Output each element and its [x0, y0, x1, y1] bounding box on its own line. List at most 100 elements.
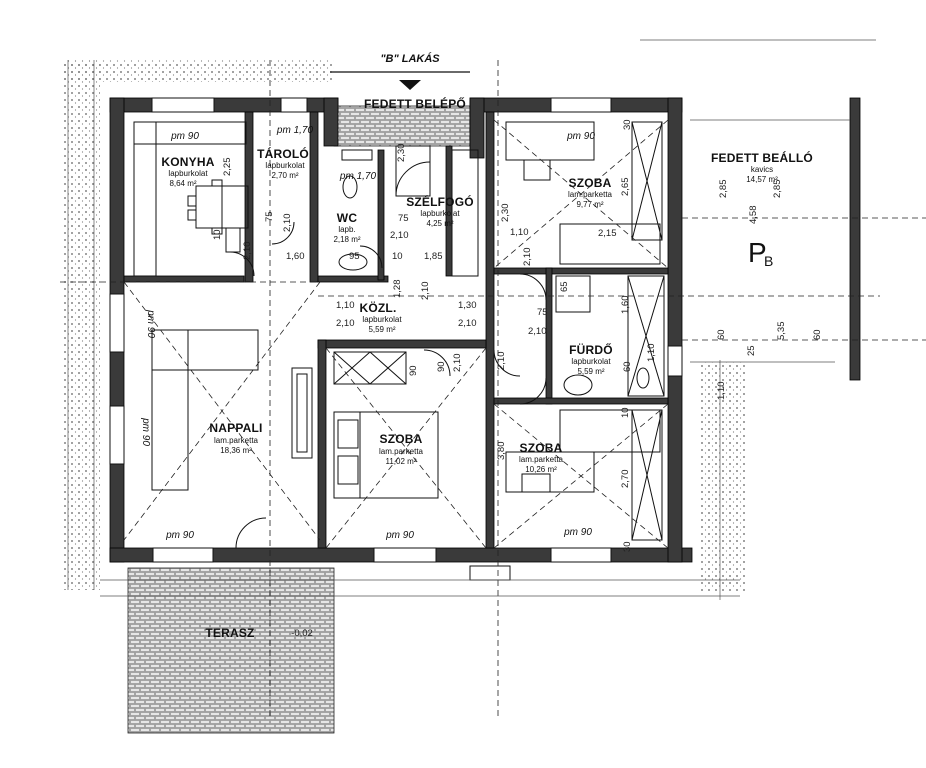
- dim-75a: 75: [264, 211, 275, 222]
- living-furniture: [151, 329, 313, 491]
- dim-210c: 2,10: [336, 318, 355, 329]
- outer-walls: [109, 97, 861, 563]
- room-beallo-floor: kavics: [751, 165, 773, 174]
- gravel-top: [64, 60, 334, 82]
- dim-75c: 75: [537, 307, 548, 318]
- sill-nappali-l2: pm 90: [140, 417, 151, 446]
- sill-szoba-tr: pm 90: [566, 131, 595, 142]
- door-swings: [229, 221, 547, 549]
- entrance-door: [395, 145, 479, 277]
- room-szoba-mid-name: SZOBA: [380, 432, 423, 446]
- room-szoba-tr-area: 9,77 m²: [576, 200, 603, 209]
- room-szoba-mid-floor: lam.parketta: [379, 447, 424, 456]
- dim-285a: 2,85: [718, 180, 729, 199]
- room-kozl-name: KÖZL.: [360, 300, 397, 315]
- dim-230a: 2,30: [396, 144, 407, 163]
- dim-210j: 2,10: [242, 242, 253, 261]
- dim-210g: 2,10: [522, 248, 533, 267]
- bed-mid: [333, 351, 439, 499]
- dim-160: 1,60: [286, 251, 305, 262]
- room-szoba-br-floor: lam.parketta: [519, 455, 564, 464]
- dim-270: 2,70: [620, 470, 631, 489]
- room-szoba-mid-area: 11,02 m²: [386, 457, 417, 466]
- room-szelfogo-name: SZÉLFOGÓ: [406, 194, 474, 209]
- dim-215: 2,15: [598, 228, 617, 239]
- dimension-labels: 2,25 75 2,10 10 1,60 2,30 95 1,85 75 2,1…: [212, 119, 823, 552]
- room-furdo-name: FÜRDŐ: [569, 342, 613, 357]
- gravel-right: [700, 362, 745, 592]
- room-terasz-name: TERASZ: [205, 626, 254, 640]
- dim-60b: 60: [716, 329, 727, 340]
- dim-458: 4,58: [748, 206, 759, 225]
- sill-nappali-l1: pm 90: [145, 309, 156, 338]
- dim-60a: 60: [622, 361, 633, 372]
- room-szelfogo-floor: lapburkolat: [420, 209, 460, 218]
- room-konyha-floor: lapburkolat: [168, 169, 208, 178]
- room-szoba-br-name: SZOBA: [520, 441, 563, 455]
- room-tarolo-floor: lapburkolat: [265, 161, 305, 170]
- dim-30a: 30: [622, 119, 633, 130]
- room-szoba-tr-name: SZOBA: [569, 176, 612, 190]
- dim-75b: 75: [398, 213, 409, 224]
- room-konyha-area: 8,64 m²: [169, 179, 196, 188]
- dim-90b: 90: [408, 365, 419, 376]
- room-beallo-name: FEDETT BEÁLLÓ: [711, 150, 813, 165]
- dim-65: 65: [559, 281, 570, 292]
- interior-walls: [123, 111, 669, 549]
- room-wc-area: 2,18 m²: [333, 235, 360, 244]
- wc-fixtures: [338, 149, 373, 271]
- dim-110b: 1,10: [510, 227, 529, 238]
- room-nappali-name: NAPPALI: [209, 421, 262, 435]
- dim-90: 90: [436, 361, 447, 372]
- porch-tiles: [333, 105, 471, 147]
- dim-185: 1,85: [424, 251, 443, 262]
- room-nappali-floor: lam.parketta: [214, 436, 259, 445]
- sill-wc: pm 1,70: [339, 171, 377, 182]
- dim-210a: 2,10: [282, 214, 293, 233]
- bedroom-tr-furniture: [505, 121, 663, 265]
- terrace-tiles: [127, 567, 335, 734]
- dim-210e: 2,10: [458, 318, 477, 329]
- room-wc-floor: lapb.: [338, 225, 355, 234]
- bedroom-br-furniture: [505, 409, 663, 541]
- kitchen-counter: [133, 121, 249, 277]
- dim-210i: 2,10: [496, 352, 507, 371]
- gravel-left: [64, 60, 100, 590]
- room-tarolo-name: TÁROLÓ: [257, 146, 309, 161]
- dim-160b: 1,60: [620, 296, 631, 315]
- dim-110d: 1,10: [716, 382, 727, 401]
- parking-letter: P: [748, 237, 767, 268]
- room-wc-name: WC: [337, 211, 358, 225]
- sill-szoba-br: pm 90: [563, 527, 592, 538]
- room-furdo-floor: lapburkolat: [571, 357, 611, 366]
- dim-110c: 1,10: [646, 344, 657, 363]
- dim-30b: 30: [622, 541, 633, 552]
- dim-380: 3,80: [496, 442, 507, 461]
- dim-230b: 2,30: [500, 204, 511, 223]
- room-labels: KONYHA lapburkolat 8,64 m² TÁROLÓ lapbur…: [161, 96, 813, 640]
- dim-128: 1,28: [392, 280, 403, 299]
- room-szoba-br-area: 10,26 m²: [525, 465, 557, 474]
- flat-label: "B" LAKÁS: [380, 52, 440, 65]
- sill-nappali-b: pm 90: [165, 530, 194, 541]
- room-konyha-name: KONYHA: [161, 155, 214, 169]
- room-belepo-name: FEDETT BELÉPŐ: [364, 96, 466, 111]
- dim-10b: 10: [392, 251, 403, 262]
- dim-95: 95: [349, 251, 360, 262]
- dimension-lines: [67, 39, 876, 600]
- room-nappali-area: 18,36 m²: [220, 446, 252, 455]
- room-szoba-tr-floor: lam.parketta: [568, 190, 613, 199]
- dashed-lines: [60, 60, 926, 720]
- dim-210b: 2,10: [390, 230, 409, 241]
- sill-konyha: pm 90: [170, 131, 199, 142]
- room-terasz-level: -0,02: [291, 628, 313, 639]
- dim-535: 5,35: [776, 322, 787, 341]
- sill-tarolo: pm 1,70: [276, 125, 314, 136]
- dim-210h: 2,10: [528, 326, 547, 337]
- sill-labels: pm 90 pm 1,70 pm 1,70 pm 90 pm 90 pm 90 …: [140, 125, 595, 541]
- room-tarolo-area: 2,70 m²: [271, 171, 298, 180]
- windows: [109, 97, 683, 581]
- dim-265: 2,65: [620, 178, 631, 197]
- flat-marker: [330, 71, 470, 90]
